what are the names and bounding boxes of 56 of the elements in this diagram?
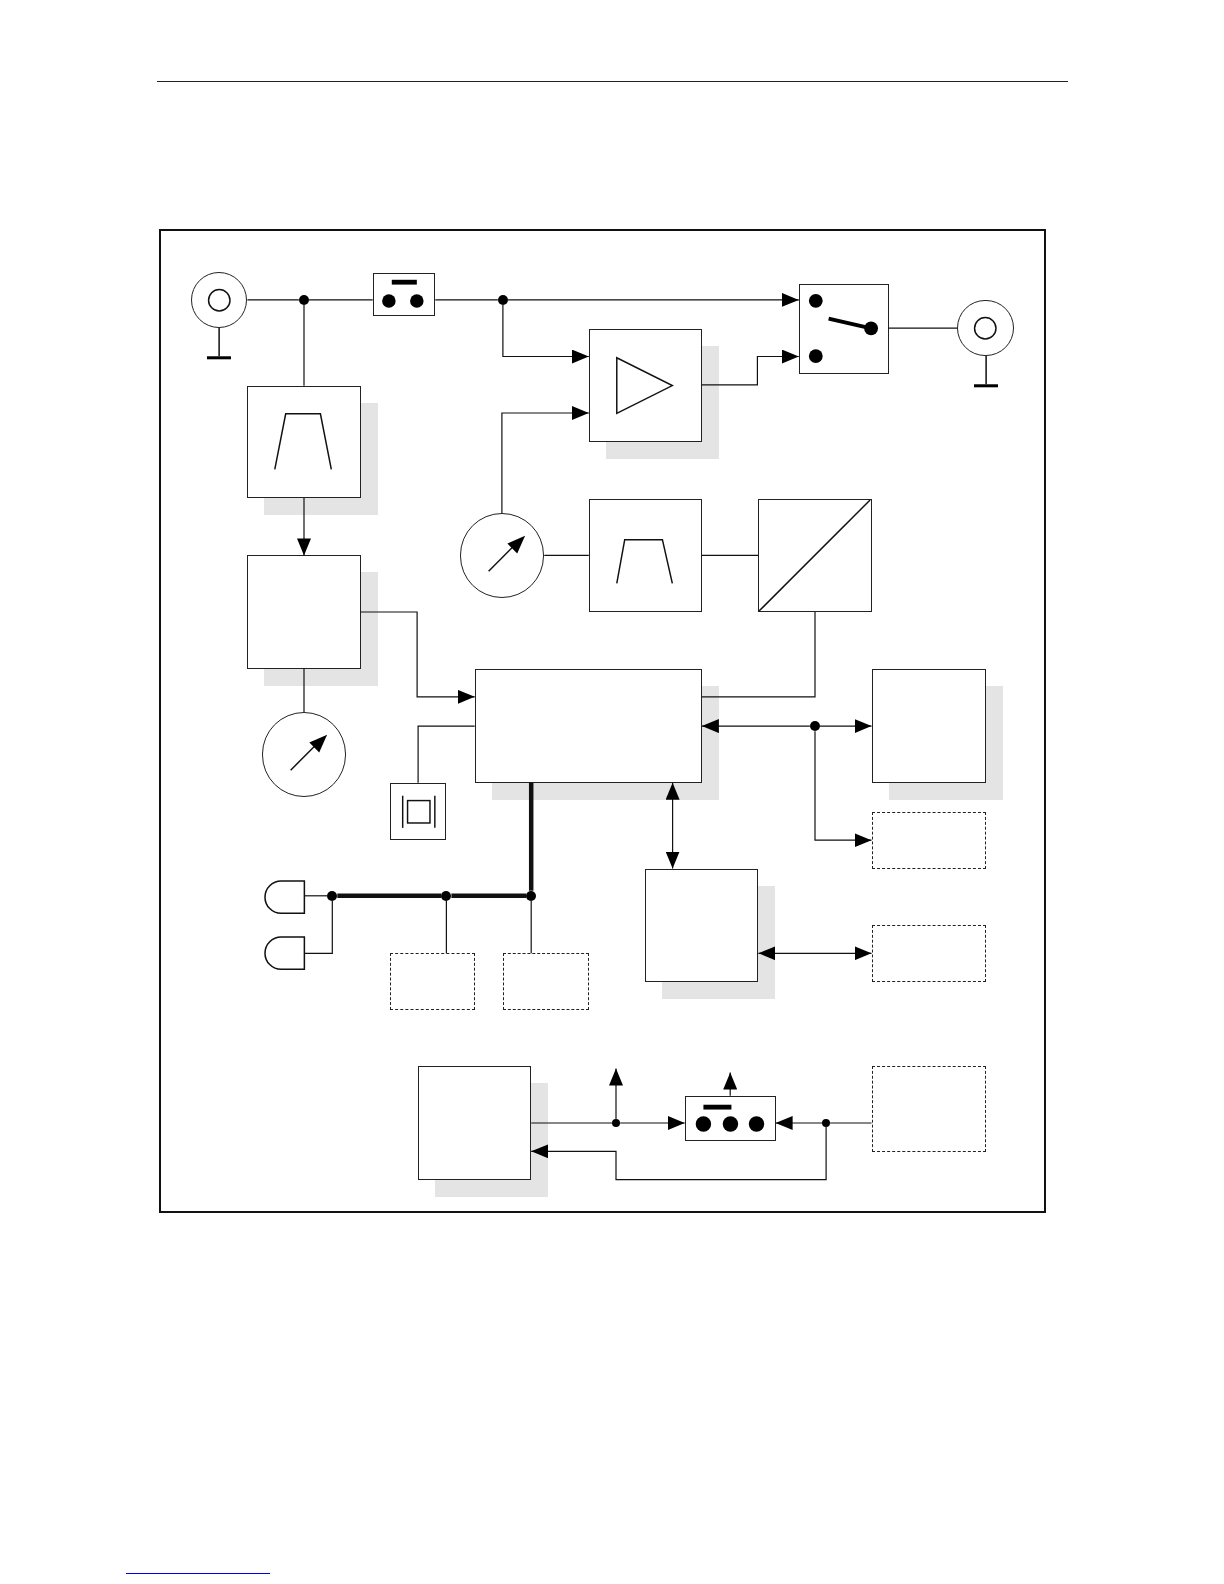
arrow xyxy=(501,406,590,514)
connector-line xyxy=(451,893,527,899)
arrow xyxy=(814,730,873,848)
connector-line xyxy=(434,299,499,301)
dashed-box xyxy=(871,925,986,982)
arrow xyxy=(619,1116,686,1130)
crystal-box xyxy=(389,782,447,841)
switch-box xyxy=(798,283,889,374)
arrow xyxy=(609,1067,623,1120)
connector-line xyxy=(445,900,447,954)
dashed-box xyxy=(871,811,986,869)
connector-line xyxy=(308,299,374,301)
dashed-box xyxy=(502,953,589,1010)
filter-box xyxy=(588,498,702,612)
arrow xyxy=(530,1126,827,1181)
connector-line xyxy=(417,725,476,784)
relay-box xyxy=(372,272,436,317)
arrow xyxy=(723,1071,738,1097)
junction-dot xyxy=(327,890,338,901)
connector-line xyxy=(246,299,300,301)
connector-line xyxy=(701,611,816,698)
connector-line xyxy=(303,304,305,387)
dashed-box xyxy=(871,1066,986,1153)
connector-line xyxy=(337,893,442,899)
connector-line xyxy=(543,554,590,556)
relay-box xyxy=(684,1095,776,1142)
connector-line xyxy=(888,327,958,329)
arrow xyxy=(359,611,476,704)
junction-dot xyxy=(822,1118,831,1128)
connector-line xyxy=(528,782,534,891)
dashed-box xyxy=(389,953,475,1010)
junction-dot xyxy=(497,294,508,305)
arrow xyxy=(757,946,873,961)
arrow xyxy=(819,719,873,734)
arrow xyxy=(701,349,800,386)
arrow xyxy=(297,497,311,556)
connector-line xyxy=(303,900,333,954)
arrow xyxy=(507,292,800,307)
connector-line xyxy=(530,1122,613,1124)
junction-dot xyxy=(526,890,537,901)
junction-dot xyxy=(809,721,821,732)
connector-line xyxy=(701,554,759,556)
semicircle-symbol xyxy=(264,937,304,970)
junction-dot xyxy=(612,1118,621,1128)
arrow xyxy=(701,719,811,734)
arrow xyxy=(775,1116,823,1130)
arrow xyxy=(502,304,590,364)
semicircle-symbol xyxy=(264,880,304,913)
junction-dot xyxy=(298,294,309,305)
connector-line xyxy=(303,895,328,897)
converter-box xyxy=(758,498,872,612)
arrow xyxy=(665,782,680,870)
connector-line xyxy=(530,900,532,954)
connector-line xyxy=(303,668,305,713)
junction-dot xyxy=(441,890,452,901)
connector-line xyxy=(829,1122,873,1124)
